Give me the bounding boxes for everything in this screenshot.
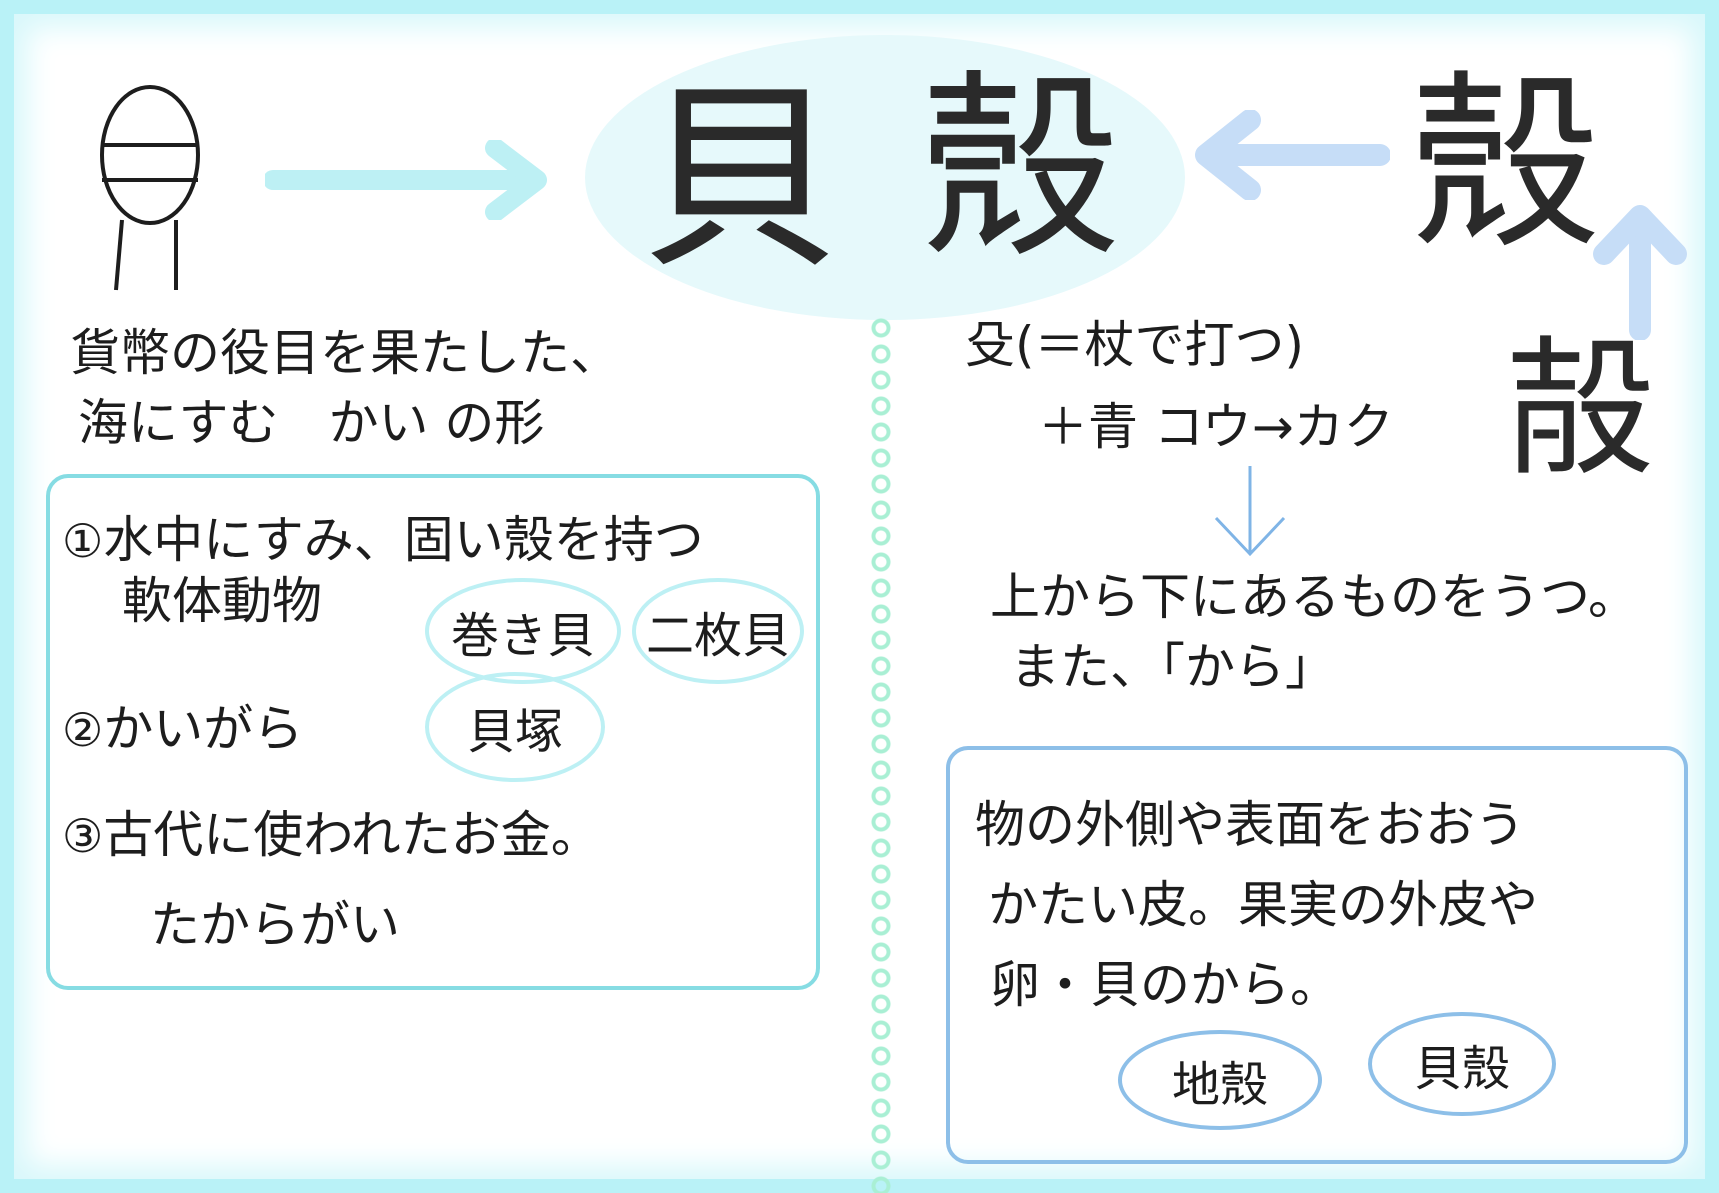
explain-line-1: 上から下にあるものをうつ。 xyxy=(990,568,1638,626)
explain-line-2: また、「から」 xyxy=(1010,638,1335,696)
meaning-2-number: ② xyxy=(62,703,104,757)
meaning-1-line-1: ①水中にすみ、固い殼を持つ xyxy=(62,505,704,576)
origin-line-2: 海にすむ かい の形 xyxy=(78,394,545,452)
arrow-right-icon xyxy=(265,140,547,220)
example-oval-makigai: 巻き貝 xyxy=(425,578,621,684)
center-divider xyxy=(866,315,896,1193)
meaning-1-line-2: 軟体動物 xyxy=(122,572,322,630)
definition-line-3: 卵・貝のから。 xyxy=(990,956,1340,1014)
meaning-3-line-2: たからがい xyxy=(150,896,400,954)
definition-line-1: 物の外側や表面をおおう xyxy=(975,796,1525,854)
example-oval-kaizuka: 貝塚 xyxy=(425,672,605,782)
kanji-ancient-form: 㱿 xyxy=(1505,323,1656,497)
meaning-3-number: ③ xyxy=(62,809,104,863)
meaning-2-text: かいがら xyxy=(103,700,304,758)
arrow-down-icon xyxy=(1214,466,1286,557)
meaning-2-line: ②かいがら xyxy=(62,694,303,765)
definition-box xyxy=(946,746,1688,1164)
origin-line-1: 貨幣の役目を果たした、 xyxy=(70,324,620,382)
meaning-1-number: ① xyxy=(62,514,104,568)
kanji-kara: 殼 xyxy=(920,53,1121,286)
arrow-left-icon xyxy=(1195,110,1390,200)
component-line-2: ＋青 コウ→カク xyxy=(1038,398,1394,456)
title-highlight xyxy=(585,35,1185,320)
shell-pictograph-icon xyxy=(100,85,200,291)
example-oval-nimaigai: 二枚貝 xyxy=(632,578,804,684)
component-line-1: 殳(＝杖で打つ) xyxy=(965,316,1305,374)
meaning-1-text: 水中にすみ、固い殼を持つ xyxy=(103,511,704,569)
example-oval-chikaku: 地殼 xyxy=(1118,1030,1322,1130)
kanji-full-form: 殼 xyxy=(1410,54,1601,275)
meaning-3-line-1: ③古代に使われたお金。 xyxy=(62,800,601,871)
arrow-up-icon xyxy=(1593,205,1687,340)
kanji-kai: 貝 xyxy=(640,63,841,296)
definition-line-2: かたい皮。果実の外皮や xyxy=(988,876,1538,934)
meaning-3-text: 古代に使われたお金。 xyxy=(103,806,601,864)
meanings-box xyxy=(46,474,820,990)
example-oval-kaigara: 貝殼 xyxy=(1368,1012,1556,1116)
